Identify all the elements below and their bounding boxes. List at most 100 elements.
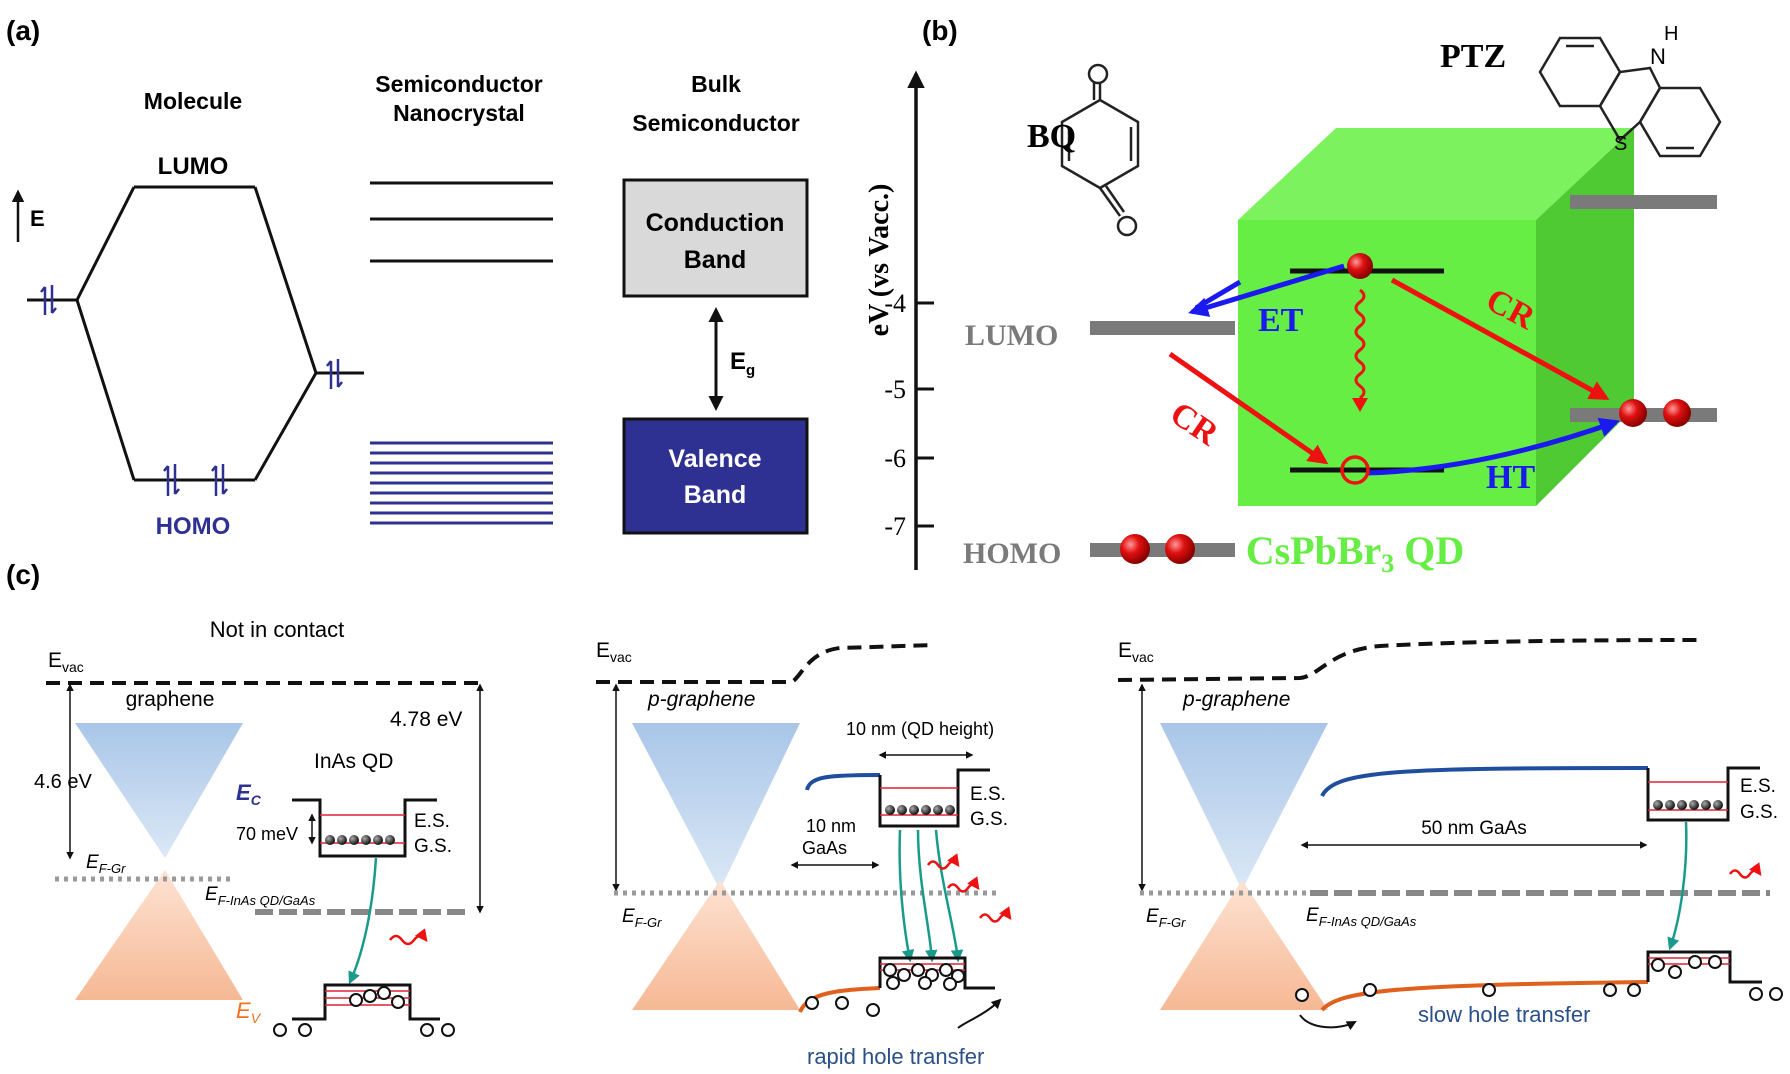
qd-label: CsPbBr3 QD: [1246, 528, 1465, 578]
emission-wave: [946, 876, 980, 893]
es-label: E.S.: [970, 784, 1006, 805]
electron-spins: [40, 285, 343, 496]
panel-c: (c) Not in contact Evac graphene 4.6 eV …: [6, 559, 1783, 1069]
es-label: E.S.: [1740, 776, 1776, 797]
electron: [1347, 253, 1373, 279]
slow-hole-transfer-caption: slow hole transfer: [1418, 1002, 1590, 1027]
gs-label: G.S.: [970, 809, 1008, 830]
et-arrow: [1188, 263, 1345, 317]
bq-lumo-level: [1090, 321, 1235, 335]
qd-vb-well: [878, 956, 995, 990]
electron-row: [1653, 800, 1723, 810]
qd-vb-well: [292, 983, 440, 1021]
conduction-band-line1: Conduction: [646, 209, 785, 237]
emission-wave: [926, 853, 960, 870]
panel-c-label: (c): [6, 559, 40, 590]
conduction-band-line2: Band: [684, 246, 747, 274]
ev-label: EV: [236, 998, 262, 1026]
ef-qd-label: EF-InAs QD/GaAs: [205, 884, 316, 908]
qd-cb-well: [878, 768, 990, 828]
mo-diagram: [27, 185, 364, 482]
graphene-cone-lower: [75, 870, 243, 1000]
graphene-label: graphene: [126, 688, 215, 711]
bq-label: BQ: [1027, 118, 1076, 155]
cr-arrow-lower: [1168, 351, 1329, 465]
conduction-band-box: [622, 178, 809, 298]
homo-level: [1090, 543, 1235, 557]
qd-vb-well: [1646, 950, 1762, 984]
ptz-upper-level: [1570, 195, 1717, 209]
workfunction-46: 4.6 eV: [34, 771, 92, 793]
gaas-vb-bend: [798, 986, 881, 1013]
molecule-title: Molecule: [144, 88, 242, 114]
qd-cb-well: [1646, 766, 1760, 822]
gaas-label: 50 nm GaAs: [1421, 818, 1527, 839]
gaas-label-1: 10 nm: [806, 816, 856, 836]
graphene-cone-upper: [75, 723, 243, 858]
evac-label: Evac: [596, 639, 632, 665]
hole-transfer-curve: [1299, 1014, 1357, 1031]
emission-wave: [978, 906, 1012, 923]
hole-transfer-arrow: [916, 829, 938, 963]
hole: [1340, 455, 1370, 485]
ec-label: EC: [236, 780, 262, 808]
ef-gr-label: EF-Gr: [86, 852, 126, 876]
valence-band-box: [622, 417, 809, 535]
rapid-hole-transfer-caption: rapid hole transfer: [807, 1044, 984, 1069]
ht-arrow: [1365, 417, 1620, 476]
hole-row: [1295, 955, 1783, 1002]
electron: [1619, 399, 1647, 427]
gs-label: G.S.: [1740, 802, 1778, 823]
ht-label: HT: [1486, 459, 1535, 496]
nanocrystal-title-1: Semiconductor: [375, 71, 542, 97]
gaas-cb-bend: [1320, 766, 1649, 798]
electron: [1663, 399, 1691, 427]
tick-label: -5: [884, 375, 906, 404]
tick-label: -4: [884, 289, 906, 318]
gaas-vb-bend: [1320, 980, 1649, 1012]
panel-b-label: (b): [922, 15, 958, 46]
bq-molecule: [1060, 63, 1140, 237]
ptz-hydrogen: H: [1664, 23, 1678, 45]
hole-transfer-curve: [957, 998, 1002, 1029]
ef-qd-label: EF-InAs QD/GaAs: [1306, 905, 1417, 929]
ef-gr-label: EF-Gr: [622, 906, 662, 930]
ptz-nitrogen: N: [1650, 44, 1666, 69]
nanocrystal-valence-levels: [370, 441, 553, 525]
es-label: E.S.: [414, 811, 450, 832]
radiative-recombination: [1354, 288, 1366, 400]
cr-label-lower: CR: [1163, 395, 1225, 453]
gaas-cb-bend: [805, 773, 881, 791]
graphene-cone-lower: [632, 880, 800, 1010]
vacuum-level: [596, 643, 936, 684]
homo-text: HOMO: [963, 537, 1061, 570]
workfunction-478: 4.78 eV: [390, 708, 462, 731]
panel-b: (b) eV (vs Vacc.) -4 -5 -6 -7: [864, 15, 1722, 578]
energy-axis-title: eV (vs Vacc.): [864, 184, 895, 337]
bulk-title-2: Semiconductor: [632, 110, 799, 136]
electron: [1165, 534, 1195, 564]
emission-wave: [1728, 862, 1762, 879]
panel-c-middle: Evac p-graphene EF-Gr 10 nm (QD height) …: [596, 639, 1012, 1069]
graphene-cone-lower: [1160, 880, 1328, 1010]
graphene-cone-upper: [632, 723, 800, 890]
valence-band-line2: Band: [684, 481, 747, 509]
not-in-contact-heading: Not in contact: [210, 617, 345, 642]
ptz-sulfur: S: [1614, 133, 1627, 155]
valence-band-line1: Valence: [668, 445, 761, 473]
evac-label: Evac: [1118, 639, 1154, 665]
hole-transfer-arrow: [934, 829, 964, 963]
vacuum-level: [1117, 638, 1701, 682]
energy-ticks: -4 -5 -6 -7: [884, 289, 934, 541]
hole-transfer-arrow: [1667, 821, 1688, 951]
bandgap-label: Eg: [730, 348, 755, 379]
bq-oxygen-top: O: [1093, 79, 1094, 81]
emission-wave: [389, 928, 428, 946]
tick-label: -6: [884, 444, 906, 473]
p-graphene-label: p-graphene: [1182, 688, 1290, 711]
hole-row: [805, 963, 965, 1017]
electron: [1120, 534, 1150, 564]
hole-transfer-arrow: [348, 857, 378, 985]
evac-label: Evac: [48, 649, 84, 675]
